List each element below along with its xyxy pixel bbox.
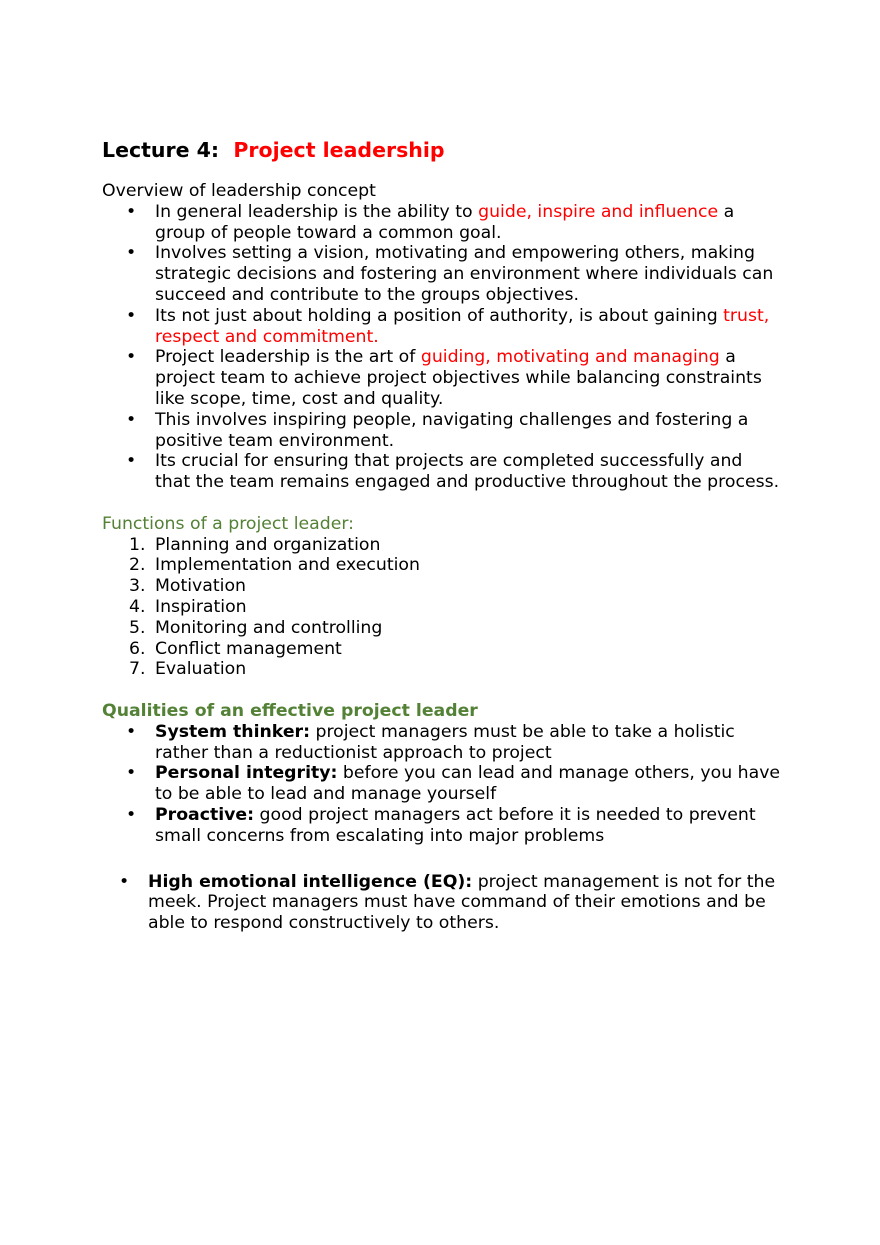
- list-item: •System thinker: project managers must b…: [126, 721, 735, 763]
- document-page: Lecture 4: Project leadership Overview o…: [102, 137, 782, 934]
- bullet-icon: •: [126, 804, 137, 825]
- overview-heading: Overview of leadership concept: [102, 181, 376, 201]
- highlight-text: trust, respect and commitment.: [155, 305, 770, 347]
- qualities-heading: Qualities of an effective project leader: [102, 700, 478, 721]
- title-accent: Project leadership: [233, 138, 445, 162]
- bullet-icon: •: [126, 721, 137, 742]
- bullet-icon: •: [126, 409, 137, 430]
- list-item: •In general leadership is the ability to…: [126, 201, 735, 243]
- list-item: •Involves setting a vision, motivating a…: [126, 243, 774, 305]
- spacer: [102, 493, 782, 514]
- list-item: 2.Implementation and execution: [129, 555, 420, 576]
- list-item: •Personal integrity: before you can lead…: [126, 763, 781, 805]
- functions-list: 1.Planning and organization 2.Implementa…: [102, 535, 782, 681]
- list-item: •Its not just about holding a position o…: [126, 305, 770, 347]
- list-item: 4.Inspiration: [129, 596, 247, 617]
- qualities-list: •System thinker: project managers must b…: [102, 722, 782, 847]
- title-prefix: Lecture 4:: [102, 138, 220, 162]
- list-item: •Project leadership is the art of guidin…: [126, 347, 762, 409]
- list-item: •Its crucial for ensuring that projects …: [126, 451, 780, 493]
- bullet-icon: •: [126, 451, 137, 472]
- bullet-icon: •: [126, 201, 137, 222]
- list-item: 1.Planning and organization: [129, 534, 381, 555]
- overview-list: •In general leadership is the ability to…: [102, 202, 782, 493]
- page-title: Lecture 4: Project leadership: [102, 137, 782, 163]
- list-item: 7.Evaluation: [129, 659, 247, 680]
- list-item: 3.Motivation: [129, 576, 246, 597]
- bullet-icon: •: [126, 243, 137, 264]
- highlight-text: guide, inspire and influence: [478, 201, 719, 222]
- list-item: •This involves inspiring people, navigat…: [126, 409, 749, 451]
- list-item: •High emotional intelligence (EQ): proje…: [119, 871, 776, 934]
- bullet-icon: •: [126, 763, 137, 784]
- spacer: [102, 680, 782, 701]
- bullet-icon: •: [126, 347, 137, 368]
- list-item: 5.Monitoring and controlling: [129, 617, 383, 638]
- qualities-extra-list: •High emotional intelligence (EQ): proje…: [102, 872, 782, 934]
- highlight-text: guiding, motivating and managing: [420, 347, 720, 368]
- list-item: •Proactive: good project managers act be…: [126, 804, 756, 846]
- bullet-icon: •: [119, 871, 130, 892]
- functions-heading: Functions of a project leader:: [102, 513, 354, 534]
- bullet-icon: •: [126, 305, 137, 326]
- list-item: 6.Conflict management: [129, 638, 342, 659]
- spacer: [102, 847, 782, 872]
